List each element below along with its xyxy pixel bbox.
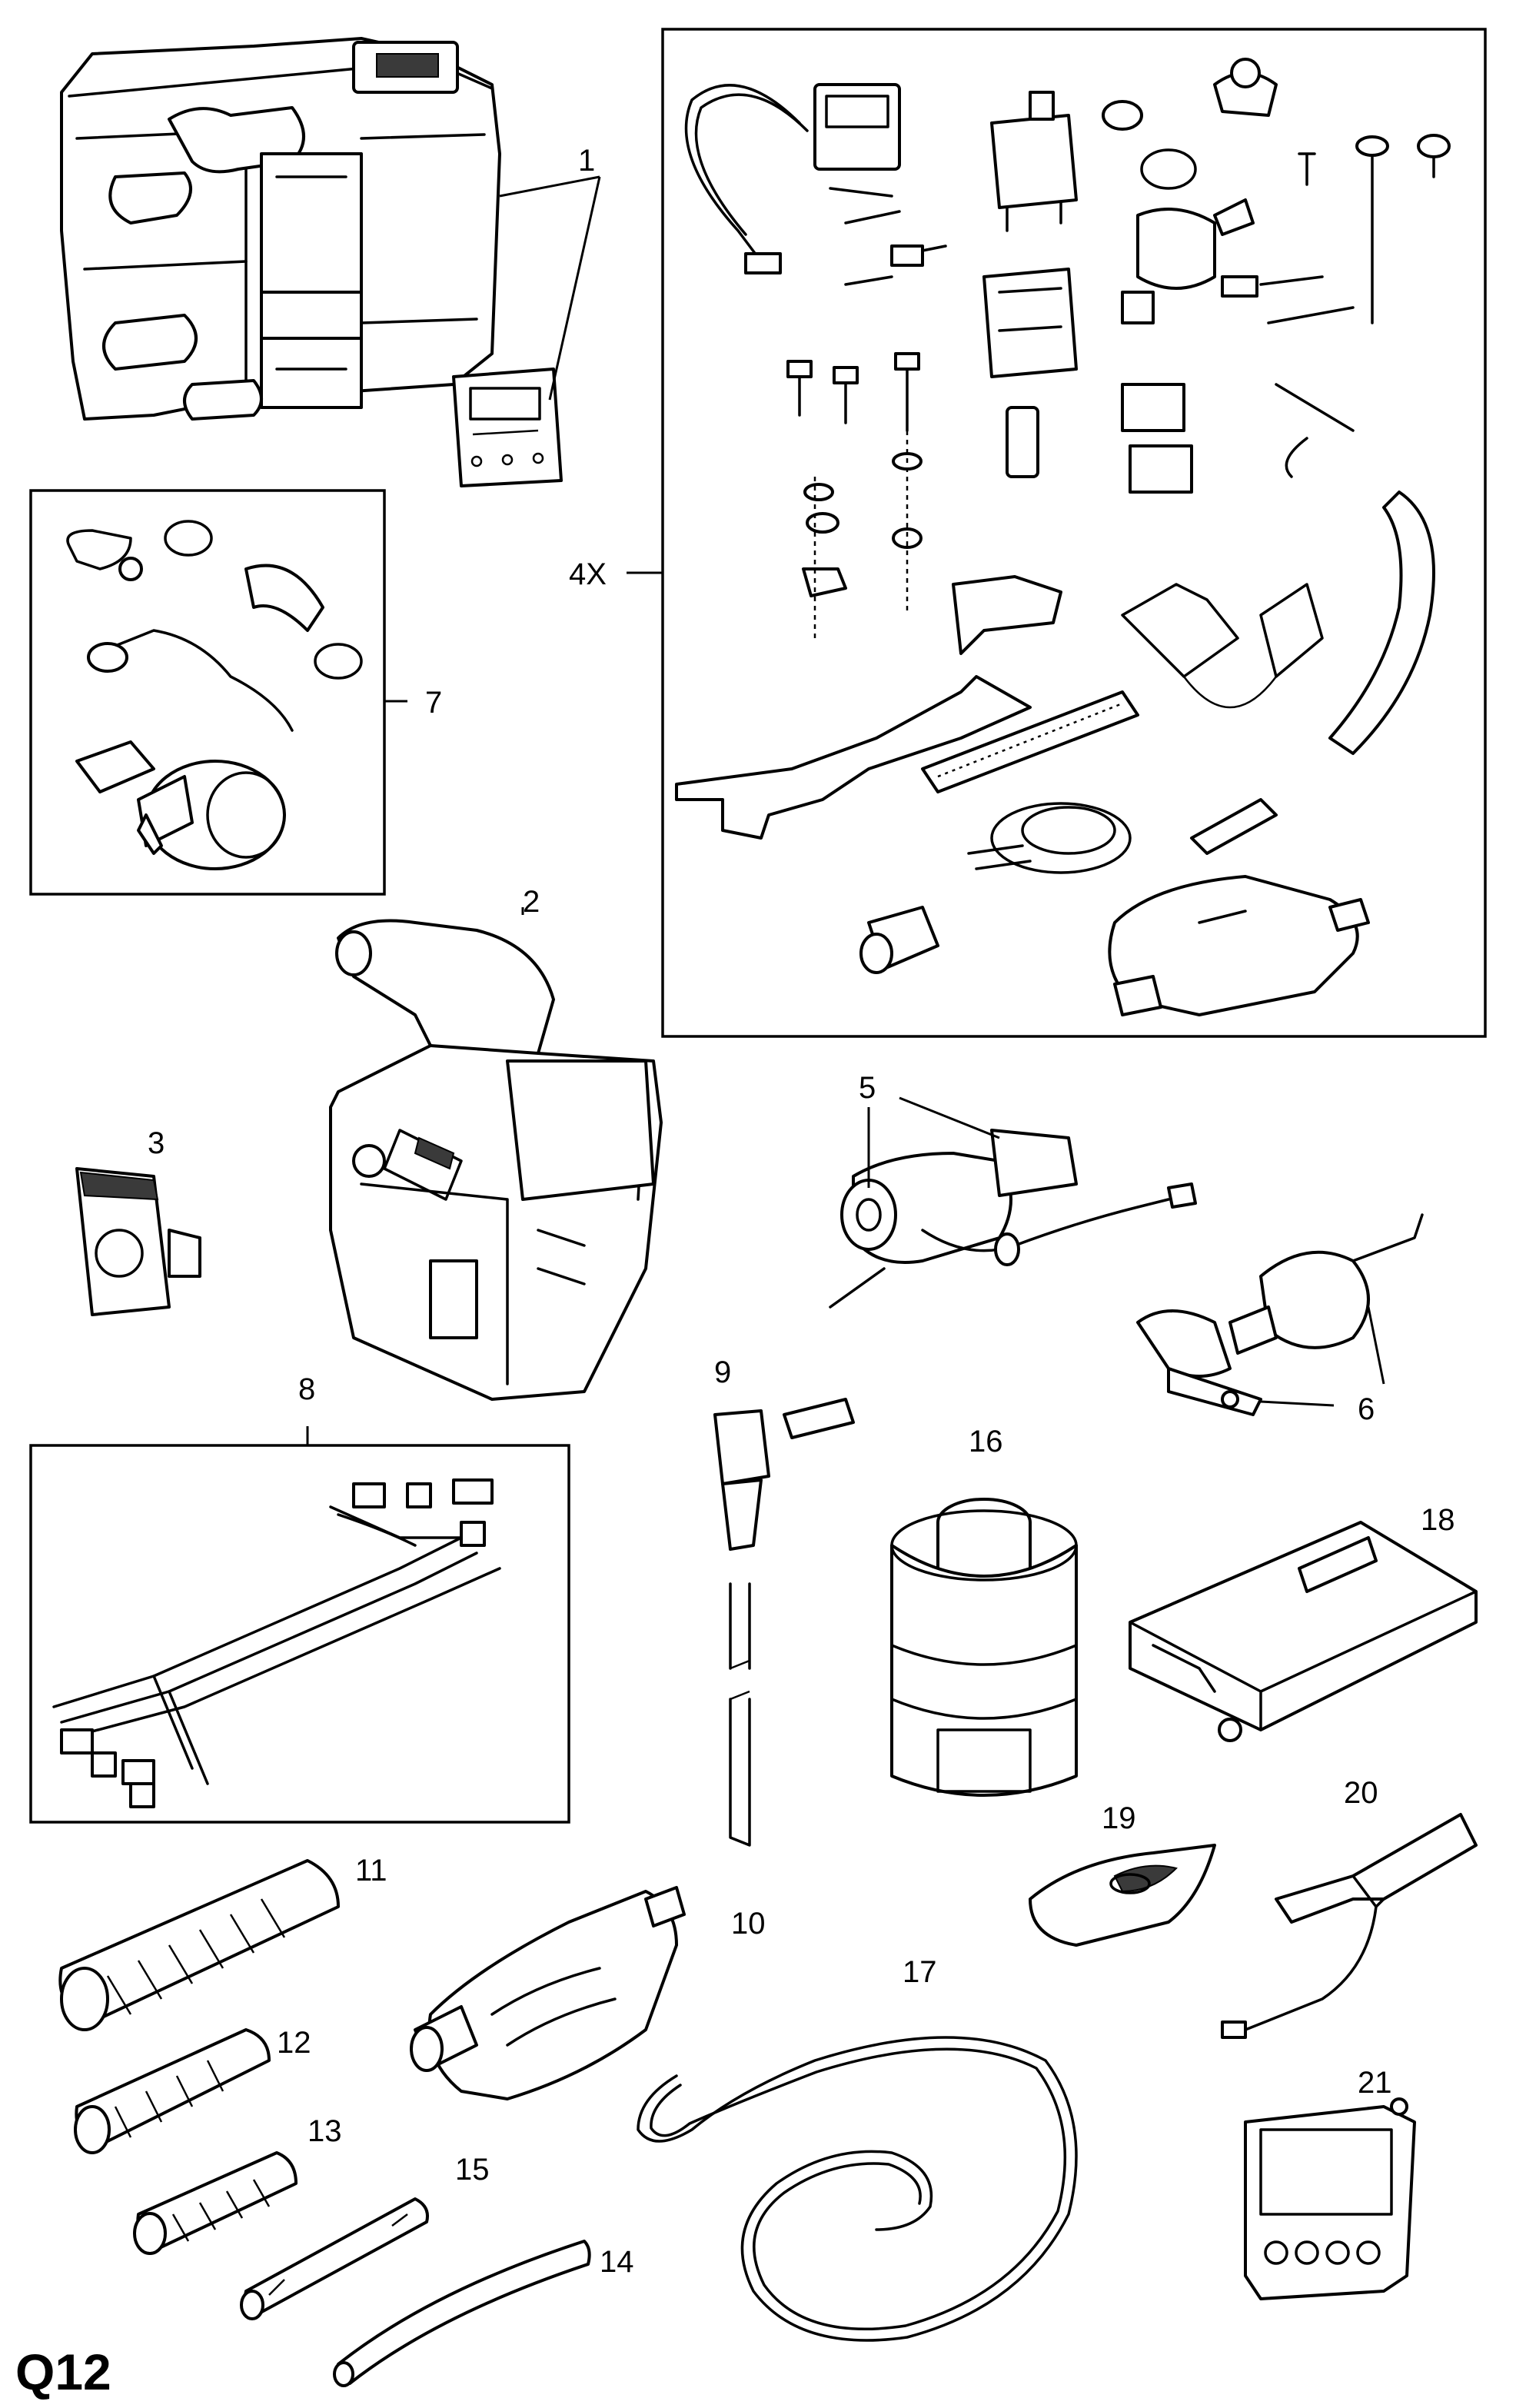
callout-12: 12 [277,2026,311,2060]
part-1-controller [452,368,563,487]
part-2-heater-core [329,919,663,1401]
kit-4x-frame [661,28,1487,1038]
part-20-sensor-bracket [1221,1813,1478,2039]
callout-15: 15 [455,2153,490,2187]
callout-2: 2 [523,885,540,919]
leader-5 [867,1096,1000,1188]
part-21-timer-clock [1244,2097,1416,2300]
callout-6: 6 [1358,1392,1375,1426]
callout-5: 5 [859,1071,876,1105]
page-code: Q12 [15,2343,111,2400]
part-19-timer [1029,1844,1216,1947]
callout-10: 10 [731,1907,766,1941]
part-14-hose [333,2240,591,2387]
part-10-silencer [410,1886,686,2100]
callout-7: 7 [425,686,442,720]
callout-19: 19 [1102,1801,1136,1835]
part-1-heater-unit [60,37,501,421]
part-11-flex-hose [58,1859,340,2031]
callout-3: 3 [148,1126,165,1160]
part-15-hose [240,2197,429,2320]
part-3-switch [75,1167,201,1316]
callout-14: 14 [600,2245,634,2279]
callout-18: 18 [1421,1503,1455,1537]
callout-8: 8 [298,1372,315,1406]
callout-21: 21 [1358,2066,1392,2100]
callout-1: 1 [578,144,595,178]
kit-8-frame [29,1444,570,1824]
part-6-dosing-pump [1136,1213,1424,1416]
part-16-air-filter [890,1498,1078,1797]
part-13-flex-hose [133,2151,298,2255]
callout-16: 16 [969,1425,1003,1458]
part-12-flex-hose [74,2028,271,2154]
part-17-fuel-line [637,2036,1078,2342]
kit-7-frame [29,489,386,896]
part-5-fuel-pump [829,1129,1197,1309]
part-18-control-unit [1129,1521,1478,1742]
kit-4x-parts [675,58,1451,1016]
callout-9: 9 [714,1355,731,1389]
leader-1 [499,175,601,401]
callout-4x: 4X [569,557,607,591]
kit-7-parts [66,520,363,870]
callout-13: 13 [308,2114,342,2148]
part-9-sensor [713,1398,855,1847]
kit-8-parts [52,1478,501,1808]
callout-11: 11 [355,1854,387,1887]
callout-20: 20 [1344,1776,1378,1810]
callout-17: 17 [903,1955,937,1989]
leader-6 [1260,1306,1385,1407]
